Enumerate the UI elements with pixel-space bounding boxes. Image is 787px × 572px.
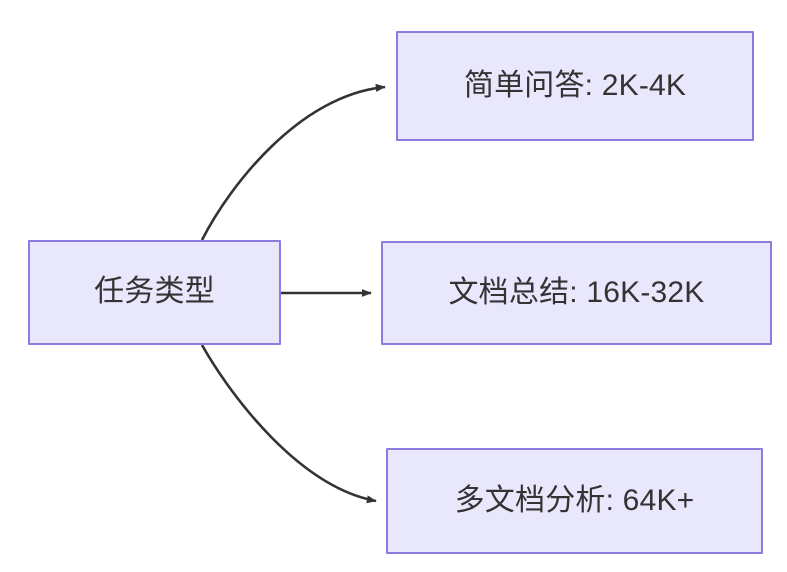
node-document-summary-label: 文档总结: 16K-32K bbox=[448, 275, 705, 309]
node-root-label: 任务类型 bbox=[94, 275, 215, 309]
node-multi-document-analysis-label: 多文档分析: 64K+ bbox=[454, 483, 695, 517]
node-simple-qa-label: 简单问答: 2K-4K bbox=[463, 68, 687, 102]
edge-root-to-task-3 bbox=[200, 344, 377, 504]
node-root-task-type[interactable]: 任务类型 bbox=[28, 240, 281, 345]
node-simple-qa[interactable]: 简单问答: 2K-4K bbox=[396, 31, 754, 141]
node-document-summary[interactable]: 文档总结: 16K-32K bbox=[381, 241, 772, 345]
edge-root-to-task-1 bbox=[200, 83, 386, 241]
node-multi-document-analysis[interactable]: 多文档分析: 64K+ bbox=[386, 448, 763, 554]
